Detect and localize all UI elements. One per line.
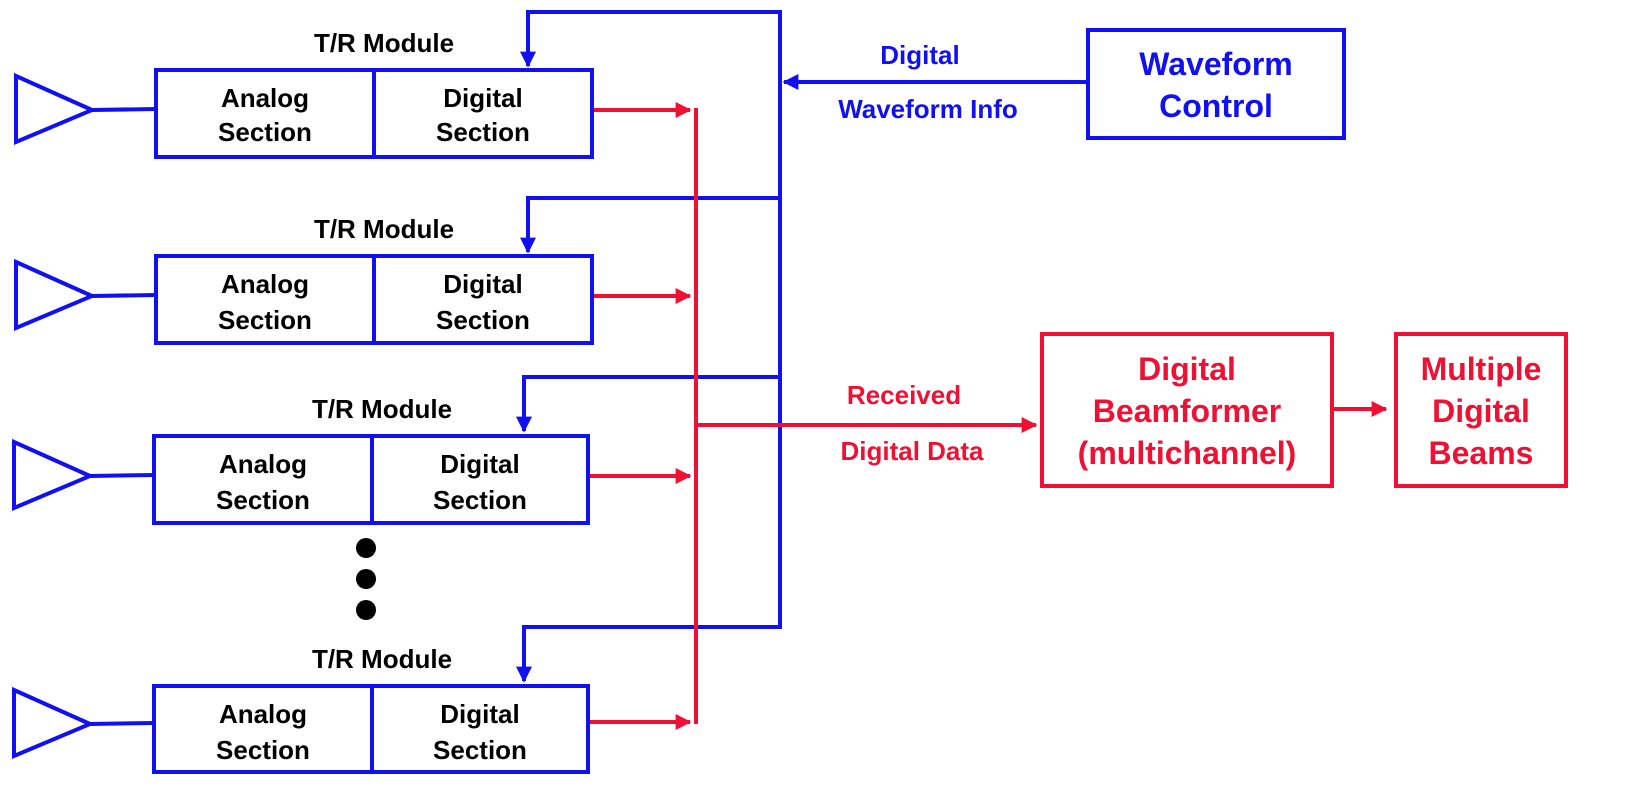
tr-module-title: T/R Module (314, 214, 454, 244)
digital-section-label: Digital (443, 83, 522, 113)
tr-module-title: T/R Module (314, 28, 454, 58)
analog-section-label: Section (218, 117, 312, 147)
multiple-digital-beams-block: Multiple Digital Beams (1394, 332, 1568, 488)
digital-beamformer-block: Digital Beamformer (multichannel) (1040, 332, 1334, 488)
received-data-bus (588, 102, 1388, 730)
analog-section-label: Section (216, 735, 310, 765)
antenna-icon (12, 438, 96, 512)
analog-section-box (152, 684, 374, 774)
digital-section-box (370, 684, 590, 774)
tr-module: T/R Module Analog Section Digital Sectio… (12, 394, 590, 525)
tr-module: T/R Module Analog Section Digital Sectio… (14, 214, 594, 345)
analog-section-label: Section (218, 305, 312, 335)
tr-module-title: T/R Module (312, 644, 452, 674)
waveform-control-label: Control (1159, 88, 1273, 124)
digital-section-label: Section (436, 305, 530, 335)
waveform-control-block: Waveform Control (1086, 28, 1346, 140)
tr-module: T/R Module Analog Section Digital Sectio… (12, 644, 590, 774)
analog-section-label: Analog (219, 449, 307, 479)
analog-section-label: Analog (221, 83, 309, 113)
multiple-digital-beams-label: Beams (1429, 435, 1534, 471)
multiple-digital-beams-label: Multiple (1421, 351, 1542, 387)
multiple-digital-beams-box (1394, 332, 1568, 488)
digital-beamformer-label: Beamformer (1093, 393, 1282, 429)
tr-module: T/R Module Analog Section Digital Sectio… (14, 28, 594, 159)
analog-section-label: Analog (221, 269, 309, 299)
digital-section-box (370, 434, 590, 525)
analog-section-box (152, 434, 374, 525)
antenna-icon (12, 686, 96, 760)
tr-module-title: T/R Module (312, 394, 452, 424)
antenna-icon (14, 258, 98, 332)
digital-beamformer-box (1040, 332, 1334, 488)
multiple-digital-beams-label: Digital (1432, 393, 1530, 429)
received-data-label: Digital Data (840, 436, 984, 466)
antenna-icon (14, 72, 98, 146)
received-data-label: Received (847, 380, 961, 410)
waveform-bus-label: Waveform Info (838, 94, 1018, 124)
digital-section-label: Digital (440, 449, 519, 479)
digital-section-label: Section (436, 117, 530, 147)
waveform-bus-label: Digital (880, 40, 959, 70)
digital-section-label: Digital (443, 269, 522, 299)
analog-section-box (154, 254, 376, 345)
waveform-control-label: Waveform (1139, 46, 1293, 82)
digital-section-box (372, 68, 594, 159)
digital-section-label: Digital (440, 699, 519, 729)
digital-section-label: Section (433, 735, 527, 765)
vertical-ellipsis-icon (356, 538, 376, 620)
digital-section-box (372, 254, 594, 345)
analog-section-label: Section (216, 485, 310, 515)
analog-section-label: Analog (219, 699, 307, 729)
digital-section-label: Section (433, 485, 527, 515)
digital-beamformer-label: Digital (1138, 351, 1236, 387)
waveform-control-box (1086, 28, 1346, 140)
digital-beamformer-label: (multichannel) (1078, 435, 1297, 471)
